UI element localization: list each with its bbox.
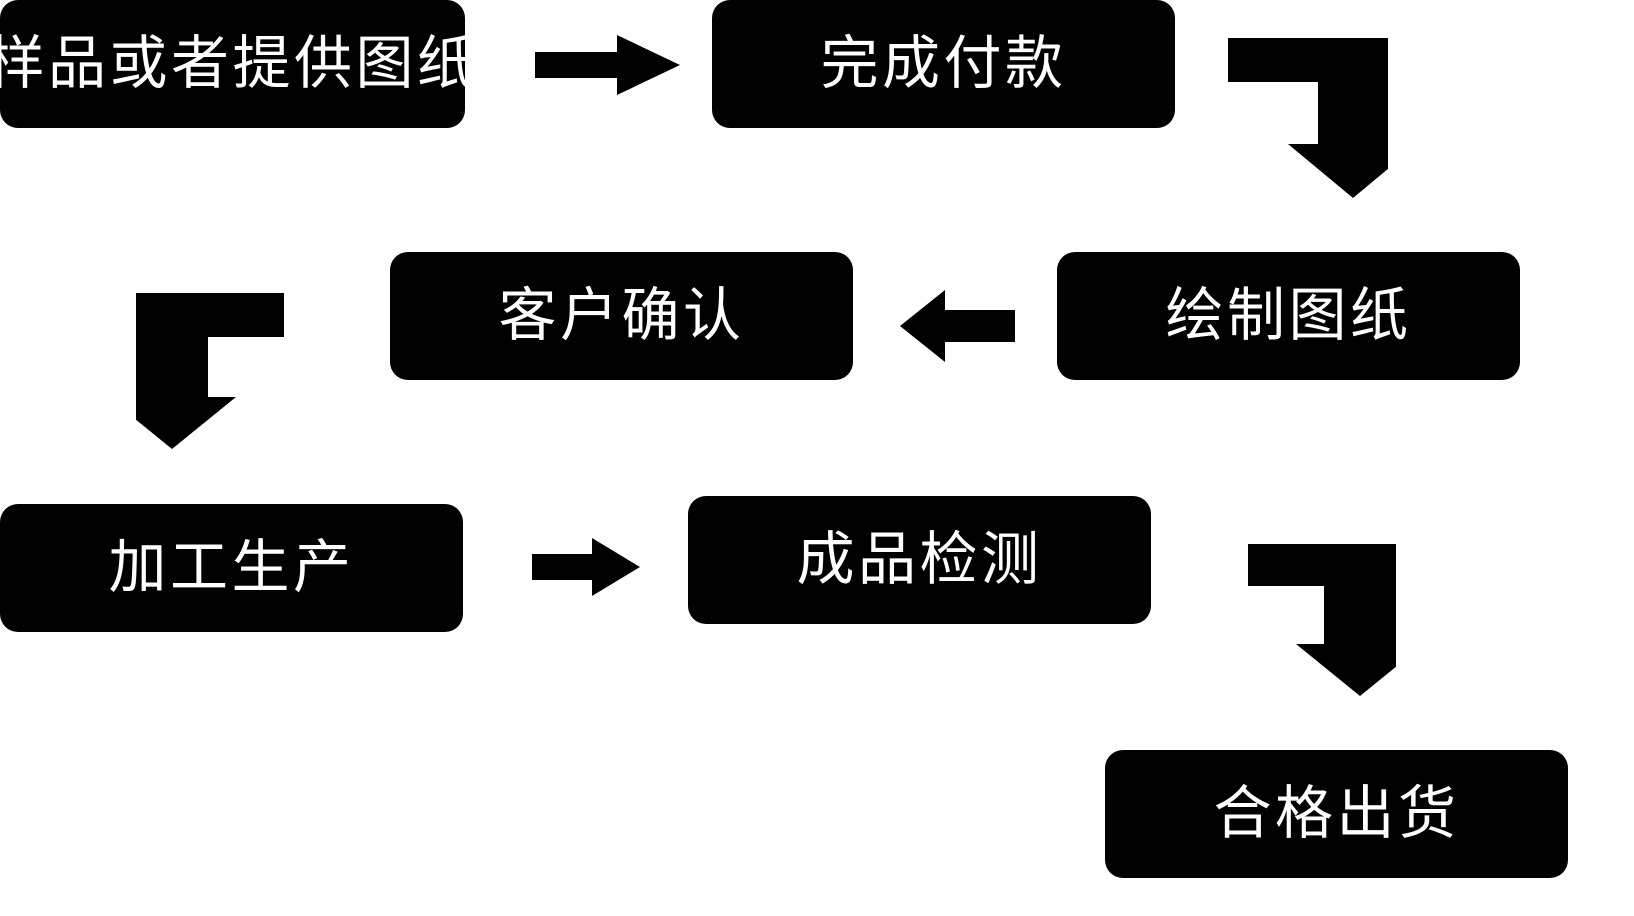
flow-node-n5[interactable]: 加工生产: [0, 504, 463, 632]
flow-node-label: 加工生产: [108, 535, 355, 601]
arrow-right-icon: [535, 35, 680, 95]
flow-node-label: 成品检测: [796, 527, 1043, 593]
flow-node-n4[interactable]: 客户确认: [390, 252, 853, 380]
arrow-right-icon: [532, 538, 640, 596]
arrow-elbow-left-down-icon: [136, 293, 284, 449]
flow-node-n7[interactable]: 合格出货: [1105, 750, 1568, 878]
flow-node-n2[interactable]: 完成付款: [712, 0, 1175, 128]
flow-node-label: 完成付款: [820, 31, 1067, 97]
flow-node-label: 合格出货: [1213, 781, 1460, 847]
flow-node-label: 样品或者提供图纸: [0, 31, 479, 97]
flow-node-n1[interactable]: 样品或者提供图纸: [0, 0, 475, 128]
arrow-elbow-right-down-icon: [1248, 544, 1396, 696]
flow-node-n3[interactable]: 绘制图纸: [1057, 252, 1520, 380]
arrow-elbow-right-down-icon: [1228, 38, 1388, 198]
arrow-left-icon: [900, 290, 1015, 362]
flow-node-label: 绘制图纸: [1165, 283, 1412, 349]
flow-node-n6[interactable]: 成品检测: [688, 496, 1151, 624]
flow-node-label: 客户确认: [498, 283, 745, 349]
